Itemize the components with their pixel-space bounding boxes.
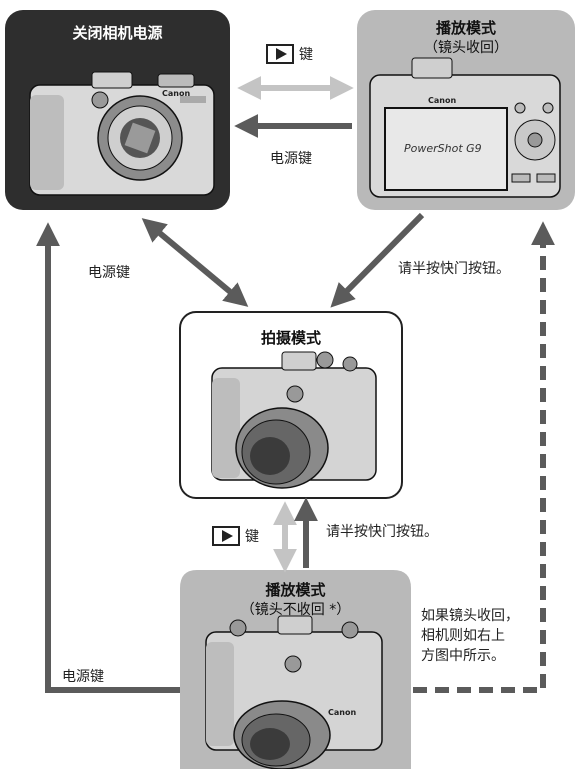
power-label-middle: 电源键 [88,265,130,281]
play-button-icon [212,526,240,546]
camera-brand-bottom: Canon [328,708,357,717]
camera-front-icon [29,71,215,196]
camera-back-icon [369,57,561,198]
arrow-power-shooting [141,218,249,307]
camera-playback-extended-icon [205,615,383,769]
playback-extended-subtitle: （镜头不收回 *） [240,602,351,618]
half-press-label-bottom: 请半按快门按钮。 [326,524,438,540]
camera-model-screen: PowerShot G9 [404,142,482,155]
playback-retracted-subtitle: （镜头收回） [424,40,508,56]
playback-extended-title: 播放模式 [265,581,326,599]
camera-brand-back: Canon [428,96,457,105]
retract-note: 如果镜头收回， 相机则如右上 方图中所示。 [421,606,519,666]
retract-note-line: 如果镜头收回， [421,608,519,624]
shooting-title: 拍摄模式 [260,329,321,347]
play-key-label-bottom: 键 [212,526,259,546]
power-off-title: 关闭相机电源 [72,24,163,42]
retract-note-line: 相机则如右上 [421,628,505,644]
power-label-left: 电源键 [62,669,104,685]
play-key-suffix: 键 [245,529,259,545]
play-button-icon [266,44,294,64]
playback-retracted-title: 播放模式 [435,19,496,37]
arrow-playback-to-shooting [330,212,425,308]
play-key-suffix: 键 [299,47,313,63]
power-label-top: 电源键 [270,151,312,167]
camera-lens-extended-icon [211,351,377,489]
retract-note-line: 方图中所示。 [421,648,505,664]
play-key-label-top: 键 [266,44,313,64]
half-press-label-right: 请半按快门按钮。 [398,261,510,277]
arrow-power-left [36,222,180,693]
camera-brand-front: Canon [162,89,191,98]
